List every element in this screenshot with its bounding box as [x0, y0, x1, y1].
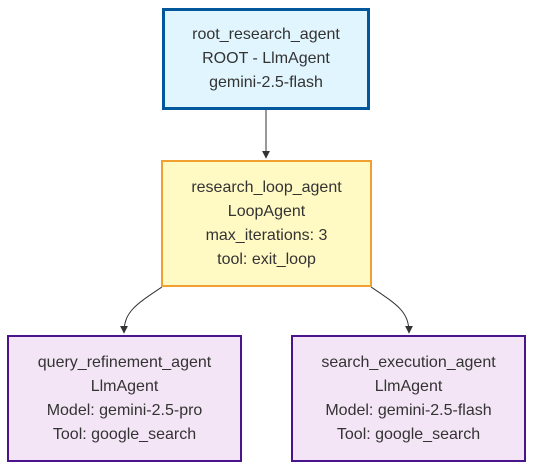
root-research-agent-node: root_research_agent ROOT - LlmAgent gemi…: [162, 8, 370, 110]
node-model: Model: gemini-2.5-flash: [325, 401, 492, 419]
node-type: ROOT - LlmAgent: [202, 50, 330, 67]
node-title: root_research_agent: [192, 26, 340, 43]
node-max-iterations: max_iterations: 3: [205, 226, 328, 244]
node-type: LlmAgent: [374, 377, 443, 395]
edge-loop-to-query: [120, 286, 163, 334]
node-model: gemini-2.5-flash: [209, 74, 323, 91]
node-title: search_execution_agent: [321, 353, 496, 371]
node-type: LlmAgent: [90, 377, 159, 395]
node-title: research_loop_agent: [191, 178, 342, 196]
search-execution-agent-node: search_execution_agent LlmAgent Model: g…: [291, 335, 526, 462]
node-type: LoopAgent: [227, 202, 306, 220]
edge-loop-to-search: [370, 286, 413, 334]
node-tool: Tool: google_search: [52, 425, 197, 443]
query-refinement-agent-node: query_refinement_agent LlmAgent Model: g…: [7, 335, 242, 462]
node-tool: Tool: google_search: [336, 425, 481, 443]
node-title: query_refinement_agent: [37, 353, 212, 371]
node-tool: tool: exit_loop: [217, 250, 316, 268]
node-model: Model: gemini-2.5-pro: [46, 401, 203, 419]
research-loop-agent-node: research_loop_agent LoopAgent max_iterat…: [161, 160, 372, 287]
